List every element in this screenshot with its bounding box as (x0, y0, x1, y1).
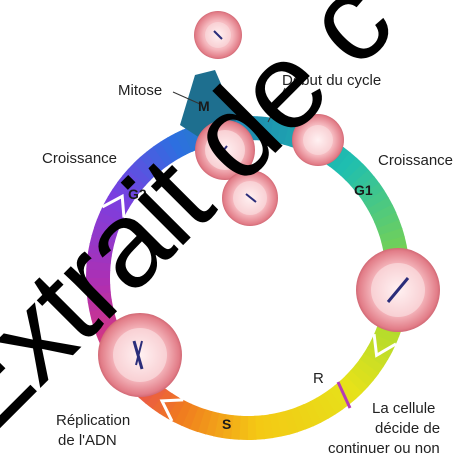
ring-segment (378, 203, 382, 211)
ring-segment (100, 300, 102, 309)
cell-icon (98, 313, 182, 397)
ring-segment (154, 156, 161, 161)
cell-icon (356, 248, 440, 332)
ring-segment (231, 427, 240, 428)
ring-segment (322, 404, 330, 409)
ring-segment (131, 177, 137, 184)
replication-label-line1: Réplication (56, 412, 130, 430)
ring-segment (256, 128, 265, 129)
phase-g2-label: G2 (128, 186, 147, 202)
ring-segment (353, 378, 359, 384)
ring-segment (193, 418, 201, 421)
ring-segment (187, 138, 195, 141)
croissance-left-label: Croissance (42, 150, 117, 168)
croissance-right-label: Croissance (378, 152, 453, 170)
ring-segment (101, 308, 103, 317)
phase-g1-label: G1 (354, 182, 373, 198)
ring-segment (388, 224, 391, 232)
debut-cycle-leader-line (268, 88, 285, 122)
ring-segment (381, 339, 385, 347)
ring-segment (153, 394, 160, 400)
decision-label-line3: continuer ou non (328, 440, 440, 458)
ring-segment (98, 285, 99, 294)
ring-segment (301, 415, 309, 418)
ring-segment (263, 426, 272, 427)
ring-segment (286, 421, 295, 424)
ring-segment (315, 408, 323, 412)
ring-segment (364, 366, 370, 373)
ring-segment (391, 232, 394, 241)
ring-segment (264, 129, 273, 130)
ring-segment (108, 216, 111, 224)
phase-s-label: S (222, 416, 231, 432)
phase-m-label: M (198, 98, 210, 114)
ring-segment (308, 412, 316, 416)
ring-segment (382, 210, 386, 218)
ring-segment (103, 316, 106, 325)
ring-segment (103, 231, 106, 240)
cell-icon (292, 114, 344, 166)
mitose-label: Mitose (118, 82, 162, 100)
ring-segment (148, 161, 155, 167)
ring-segment (180, 141, 188, 145)
decision-label-line2: décide de (375, 420, 440, 438)
ring-segment (99, 293, 100, 302)
ring-segment (354, 172, 360, 179)
ring-segment (179, 411, 187, 415)
ring-segment (348, 167, 354, 173)
cell-icon (222, 170, 278, 226)
ring-segment (105, 223, 108, 231)
ring-segment (270, 425, 279, 427)
ring-segment (99, 254, 100, 263)
ring-segment (172, 407, 180, 411)
ring-segment (393, 239, 395, 248)
ring-segment (137, 171, 143, 177)
ring-segment (98, 261, 99, 270)
ring-segment (166, 148, 174, 153)
ring-segment (173, 144, 181, 148)
ring-segment (385, 217, 388, 225)
ring-segment (255, 427, 264, 428)
decision-label-line1: La cellule (372, 400, 435, 418)
ring-segment (385, 332, 388, 340)
ring-segment (100, 246, 102, 255)
ring-segment (114, 202, 118, 210)
ring-segment (293, 418, 301, 421)
ring-segment (369, 360, 374, 367)
ring-segment (142, 166, 149, 172)
ring-segment (111, 209, 115, 217)
debut-cycle-label: Début du cycle (282, 72, 381, 90)
ring-segment (160, 152, 167, 157)
ring-segment (101, 238, 103, 247)
ring-segment (278, 423, 287, 425)
ring-segment (329, 399, 336, 404)
replication-label-line2: de l'ADN (58, 432, 117, 450)
ring-segment (201, 420, 210, 423)
restriction-label: R (313, 370, 324, 388)
ring-segment (348, 384, 355, 390)
ring-segment (186, 415, 194, 418)
ring-segment (335, 395, 342, 400)
ring-segment (208, 423, 217, 425)
ring-segment (342, 161, 349, 167)
ring-segment (374, 196, 379, 204)
ring-segment (272, 130, 281, 132)
ring-segment (359, 372, 365, 379)
ring-segment (279, 131, 288, 133)
cell-icon (194, 11, 242, 59)
